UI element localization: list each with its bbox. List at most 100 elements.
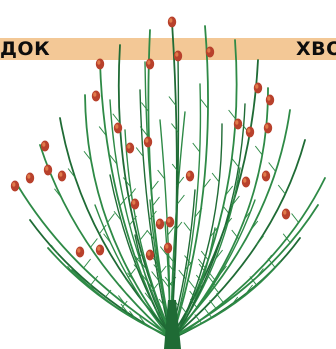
twig bbox=[90, 275, 99, 286]
twig bbox=[215, 293, 224, 303]
stem bbox=[173, 123, 223, 339]
cone bbox=[163, 242, 173, 254]
twig bbox=[194, 207, 203, 218]
cone bbox=[113, 122, 123, 134]
cone bbox=[25, 172, 35, 184]
twig bbox=[277, 184, 286, 195]
cone-highlight bbox=[93, 92, 97, 97]
cone bbox=[205, 46, 215, 58]
cone-highlight bbox=[165, 244, 169, 249]
label-left: ДОК bbox=[0, 38, 51, 60]
cone-highlight bbox=[265, 124, 269, 129]
twig bbox=[87, 282, 96, 292]
twig bbox=[250, 220, 259, 231]
twig bbox=[112, 113, 121, 124]
twig bbox=[200, 250, 209, 261]
twig bbox=[54, 188, 62, 199]
twig bbox=[134, 253, 143, 263]
cone bbox=[43, 164, 53, 176]
cone-highlight bbox=[255, 84, 259, 89]
stem bbox=[169, 204, 319, 339]
twig bbox=[256, 268, 264, 278]
twig bbox=[139, 316, 147, 326]
cone-highlight bbox=[127, 144, 131, 149]
cone bbox=[95, 58, 105, 70]
twig bbox=[209, 299, 217, 310]
twig bbox=[291, 213, 299, 223]
cone bbox=[40, 140, 50, 152]
shrub-cones bbox=[10, 16, 291, 261]
twig bbox=[124, 278, 133, 288]
twig bbox=[151, 180, 159, 191]
twig bbox=[144, 292, 153, 303]
cone bbox=[245, 126, 255, 138]
cone-highlight bbox=[247, 128, 251, 133]
twig bbox=[183, 222, 192, 232]
twig bbox=[200, 99, 209, 109]
cone-highlight bbox=[145, 138, 149, 143]
cone-highlight bbox=[167, 218, 171, 223]
twig bbox=[40, 219, 49, 229]
cone-highlight bbox=[97, 60, 101, 65]
cone-highlight bbox=[157, 220, 161, 225]
cone-highlight bbox=[147, 251, 151, 256]
twig bbox=[103, 289, 112, 300]
twig bbox=[225, 185, 234, 196]
cone bbox=[167, 16, 177, 28]
twig bbox=[171, 123, 179, 133]
twig bbox=[119, 300, 128, 311]
cone bbox=[173, 50, 183, 62]
stem bbox=[171, 83, 202, 339]
twig bbox=[113, 210, 122, 221]
stem bbox=[168, 109, 291, 339]
cone bbox=[91, 90, 101, 102]
cone-highlight bbox=[175, 52, 179, 57]
twig bbox=[135, 147, 144, 157]
cone bbox=[263, 122, 273, 134]
cone bbox=[145, 58, 155, 70]
twig bbox=[267, 258, 276, 268]
twig bbox=[128, 268, 136, 278]
cone bbox=[253, 82, 263, 94]
twig bbox=[224, 217, 233, 228]
twig bbox=[141, 102, 149, 112]
twig bbox=[141, 273, 149, 284]
cone bbox=[265, 94, 275, 106]
stem bbox=[17, 185, 175, 339]
twig bbox=[139, 126, 148, 136]
cone-highlight bbox=[187, 172, 191, 177]
cone-highlight bbox=[235, 120, 239, 125]
twig bbox=[158, 298, 167, 309]
twig bbox=[98, 224, 107, 235]
cone-highlight bbox=[147, 60, 151, 65]
twig bbox=[197, 258, 206, 269]
twig bbox=[204, 308, 213, 318]
twig bbox=[103, 233, 111, 244]
stem bbox=[172, 87, 269, 339]
twig bbox=[50, 244, 59, 255]
twig bbox=[245, 284, 253, 295]
cone bbox=[261, 170, 271, 182]
trunk bbox=[164, 300, 181, 349]
cone-highlight bbox=[42, 142, 46, 147]
cone bbox=[165, 216, 175, 228]
twig bbox=[83, 150, 92, 161]
twig bbox=[184, 260, 193, 271]
twig bbox=[67, 168, 76, 178]
twig bbox=[203, 178, 211, 189]
cone bbox=[185, 170, 195, 182]
cone-highlight bbox=[27, 174, 31, 179]
twig bbox=[109, 154, 118, 165]
twig bbox=[127, 272, 135, 283]
twig bbox=[152, 196, 160, 207]
twig bbox=[159, 246, 168, 256]
cone bbox=[130, 198, 140, 210]
cone-highlight bbox=[12, 182, 16, 187]
twig bbox=[153, 264, 162, 274]
twig bbox=[146, 229, 155, 240]
twig bbox=[211, 172, 220, 183]
twig bbox=[90, 238, 98, 248]
cone-highlight bbox=[59, 172, 63, 177]
